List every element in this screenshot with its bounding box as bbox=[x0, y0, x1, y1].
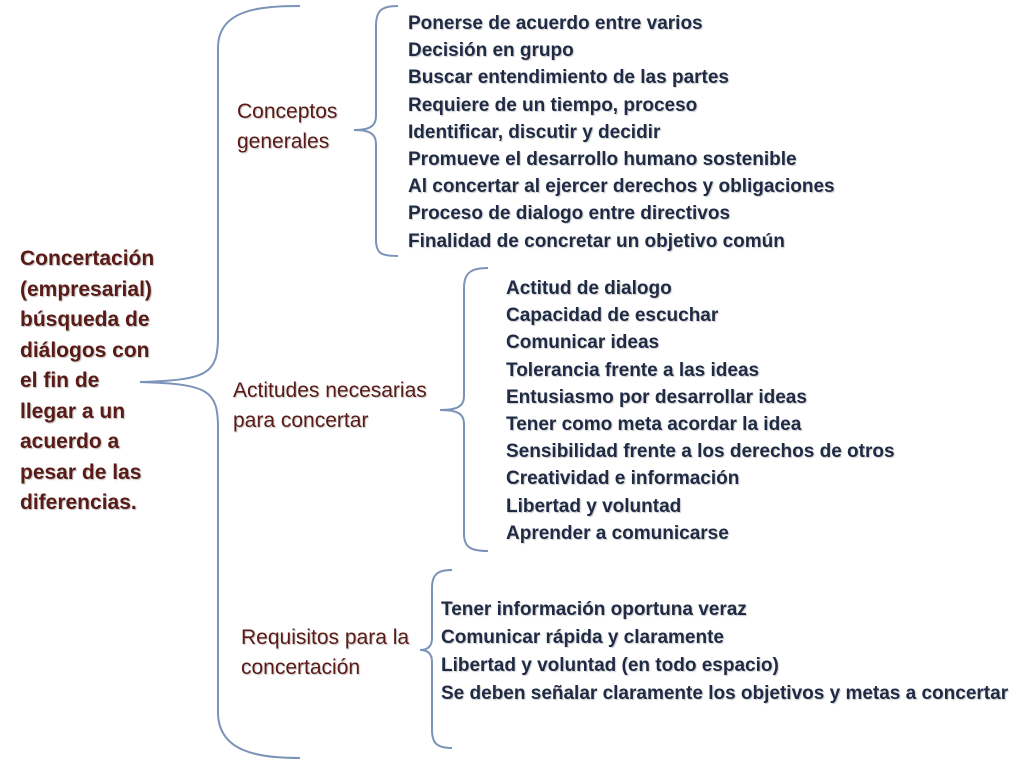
root-line: diferencias. bbox=[20, 491, 137, 514]
list-item: Al concertar al ejercer derechos y oblig… bbox=[408, 176, 835, 198]
list-item: Tener como meta acordar la idea bbox=[506, 414, 802, 436]
list-item: Comunicar rápida y claramente bbox=[441, 627, 724, 648]
list-item: Proceso de dialogo entre directivos bbox=[408, 203, 731, 225]
main-brace bbox=[139, 5, 301, 759]
category-title-line: para concertar bbox=[233, 409, 369, 432]
root-line: Concertación bbox=[20, 247, 155, 270]
list-item: Tener información oportuna veraz bbox=[441, 599, 747, 620]
root-line: (empresarial) bbox=[20, 277, 152, 301]
root-line: búsqueda de bbox=[20, 308, 150, 331]
list-item: Entusiasmo por desarrollar ideas bbox=[506, 386, 807, 408]
list-item: Buscar entendimiento de las partes bbox=[408, 67, 729, 89]
list-item: Creatividad e información bbox=[506, 468, 740, 490]
list-item: Promueve el desarrollo humano sostenible bbox=[408, 149, 797, 171]
root-line: diálogos con bbox=[20, 338, 150, 362]
list-item: Aprender a comunicarse bbox=[506, 522, 729, 544]
category-title-line: generales bbox=[237, 130, 330, 153]
category-title-line: Requisitos para la bbox=[241, 626, 410, 649]
category-requisitos: Requisitos para la concertación bbox=[241, 623, 409, 683]
list-item: Libertad y voluntad (en todo espacio) bbox=[441, 655, 779, 676]
list-item: Actitud de dialogo bbox=[506, 278, 672, 299]
category-conceptos-generales: Conceptos generales bbox=[237, 97, 337, 157]
list-item: Ponerse de acuerdo entre varios bbox=[408, 13, 703, 34]
category-title-line: Conceptos bbox=[237, 100, 338, 123]
root-line: acuerdo a bbox=[20, 430, 120, 453]
root-line: llegar a un bbox=[20, 399, 126, 423]
list-item: Identificar, discutir y decidir bbox=[408, 121, 661, 143]
root-line: pesar de las bbox=[20, 460, 142, 484]
list-item: Decisión en grupo bbox=[408, 40, 574, 62]
list-item: Tolerancia frente a las ideas bbox=[506, 359, 760, 381]
list-item: Sensibilidad frente a los derechos de ot… bbox=[506, 441, 895, 463]
root-concept: Concertación (empresarial) búsqueda de d… bbox=[20, 244, 170, 519]
list-item: Requiere de un tiempo, proceso bbox=[408, 94, 698, 116]
list-item: Comunicar ideas bbox=[506, 332, 660, 354]
actitudes-necesarias-list: Actitud de dialogo Capacidad de escuchar… bbox=[506, 275, 895, 547]
conceptos-generales-list: Ponerse de acuerdo entre varios Decisión… bbox=[408, 10, 835, 255]
category-actitudes-necesarias: Actitudes necesarias para concertar bbox=[233, 376, 427, 436]
list-item: Libertad y voluntad bbox=[506, 495, 682, 517]
list-item: Capacidad de escuchar bbox=[506, 305, 719, 327]
brace-actitudes-necesarias bbox=[439, 267, 489, 552]
list-item: Finalidad de concretar un objetivo común bbox=[408, 230, 785, 252]
brace-requisitos bbox=[419, 569, 453, 749]
category-title-line: concertación bbox=[241, 656, 361, 679]
root-line: el fin de bbox=[20, 369, 100, 392]
category-title-line: Actitudes necesarias bbox=[233, 379, 427, 402]
list-item: Se deben señalar claramente los objetivo… bbox=[441, 683, 1009, 704]
brace-conceptos-generales bbox=[353, 5, 399, 257]
requisitos-list: Tener información oportuna veraz Comunic… bbox=[441, 596, 1008, 708]
